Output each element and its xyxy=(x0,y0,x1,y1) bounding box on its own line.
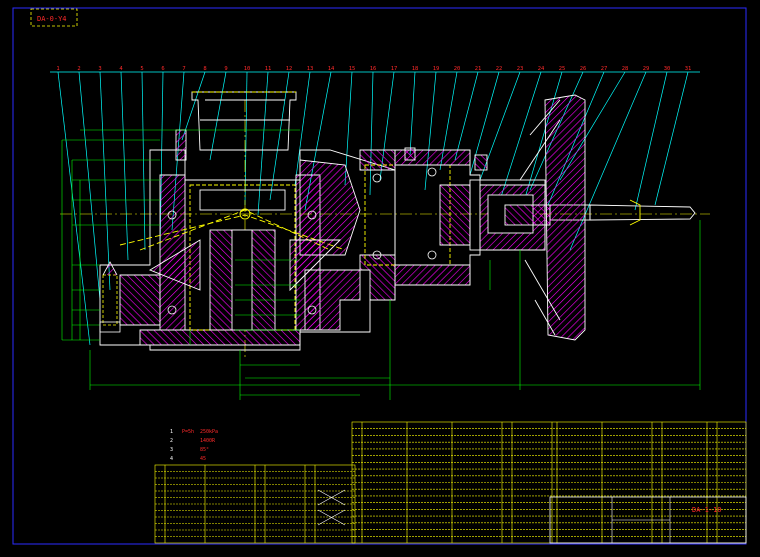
part-label: 23 xyxy=(517,66,524,72)
part-label: 14 xyxy=(328,66,335,72)
leader-line xyxy=(244,71,248,206)
leader-line xyxy=(269,71,290,201)
leader-line xyxy=(57,71,91,346)
part-label: 28 xyxy=(622,66,629,72)
tech-note-value: 1400R xyxy=(200,438,216,444)
leader-line xyxy=(454,71,479,161)
drawing-code: DA-0-Y4 xyxy=(37,15,67,23)
part-label: 13 xyxy=(307,66,314,72)
tech-note-text: P=5h xyxy=(182,429,194,435)
part-label: 15 xyxy=(349,66,356,72)
leader-line xyxy=(209,71,227,161)
parts-table-left xyxy=(154,464,356,544)
leader-line xyxy=(181,71,206,141)
part-label: 30 xyxy=(664,66,671,72)
leader-line xyxy=(120,71,129,261)
part-label: 27 xyxy=(601,66,608,72)
part-label: 1 xyxy=(56,66,59,72)
anchor-bolt xyxy=(99,261,121,333)
tech-note-number: 2 xyxy=(170,438,173,444)
handwheel xyxy=(519,94,586,341)
part-label: 17 xyxy=(391,66,398,72)
title-block: DA-1-10 xyxy=(549,496,747,544)
part-label: 20 xyxy=(454,66,461,72)
part-label: 11 xyxy=(265,66,272,72)
leader-line xyxy=(654,71,689,206)
leader-line xyxy=(499,71,542,201)
table-cross-marks xyxy=(317,489,346,526)
part-label: 16 xyxy=(370,66,377,72)
part-label: 26 xyxy=(580,66,587,72)
leader-line xyxy=(99,71,111,291)
bevel-gear-assembly xyxy=(119,184,346,331)
dimension-lines xyxy=(61,129,701,400)
leader-line xyxy=(369,71,374,196)
part-label: 9 xyxy=(224,66,227,72)
part-label: 24 xyxy=(538,66,545,72)
part-label: 18 xyxy=(412,66,419,72)
output-shaft xyxy=(469,179,696,251)
part-label: 8 xyxy=(203,66,206,72)
part-label: 22 xyxy=(496,66,503,72)
tech-note-value: 45 xyxy=(200,456,206,462)
drawing-border xyxy=(12,7,747,545)
technical-notes: 1 P=5h 250kPa 2 1400R 3 85° 4 45 xyxy=(170,429,218,462)
leader-line xyxy=(257,71,269,216)
tech-note-number: 1 xyxy=(170,429,173,435)
tech-note-number: 4 xyxy=(170,456,173,462)
leader-line xyxy=(409,71,416,156)
leader-line xyxy=(344,71,353,186)
title-block-code: DA-1-10 xyxy=(692,506,722,514)
part-label: 19 xyxy=(433,66,440,72)
drawing-code-box: DA-0-Y4 xyxy=(30,8,78,27)
part-label: 6 xyxy=(161,66,164,72)
shaft-bearing-housing xyxy=(364,147,488,286)
part-label: 21 xyxy=(475,66,482,72)
tech-note-value: 85° xyxy=(200,447,209,453)
part-label: 31 xyxy=(685,66,692,72)
leader-line xyxy=(141,71,146,251)
part-label: 25 xyxy=(559,66,566,72)
part-label: 12 xyxy=(286,66,293,72)
leader-line xyxy=(294,71,311,186)
part-label: 3 xyxy=(98,66,101,72)
tech-note-number: 3 xyxy=(170,447,173,453)
part-label: 5 xyxy=(140,66,143,72)
part-label: 29 xyxy=(643,66,650,72)
part-label: 2 xyxy=(77,66,80,72)
part-label: 7 xyxy=(182,66,185,72)
tech-note-value: 250kPa xyxy=(200,429,218,435)
leader-line xyxy=(424,71,437,191)
leader-line xyxy=(634,71,668,211)
top-inlet xyxy=(175,91,297,161)
gearbox-housing xyxy=(99,149,396,351)
parts-table-right xyxy=(351,421,747,544)
part-label: 10 xyxy=(244,66,251,72)
part-label: 4 xyxy=(119,66,123,72)
leader-line xyxy=(78,71,101,301)
bearings xyxy=(167,167,437,315)
